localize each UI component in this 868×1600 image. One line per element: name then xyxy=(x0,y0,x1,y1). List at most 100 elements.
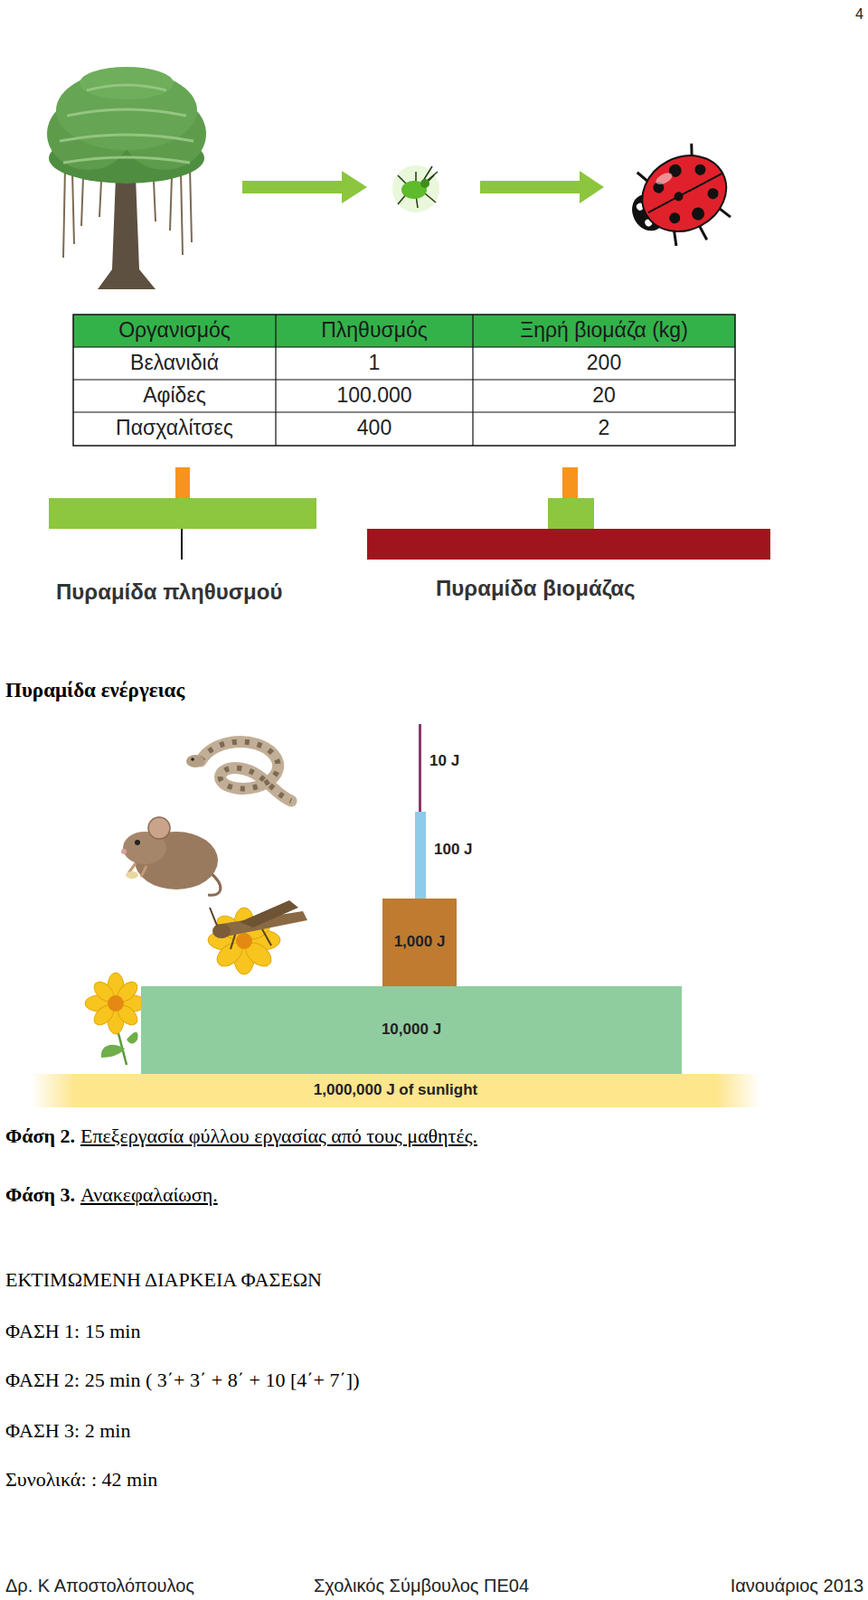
snake xyxy=(186,742,292,802)
table-cell: 100.000 xyxy=(336,383,412,409)
energy-level-bar: 100 J xyxy=(415,811,426,899)
sunlight-band: 1,000,000 J of sunlight xyxy=(30,1074,761,1108)
flower xyxy=(107,995,124,1012)
population-pyramid xyxy=(48,467,317,560)
energy-value: 1,000,000 J of sunlight xyxy=(313,1081,478,1100)
table-grid xyxy=(73,314,736,446)
table-cell: Πασχαλίτσες xyxy=(115,415,234,442)
page-number: 4 xyxy=(855,5,864,23)
table-header: Ξηρή βιομάζα (kg) xyxy=(519,318,689,344)
duration-heading: ΕΚΤΙΜΩΜΕΝΗ ΔΙΑΡΚΕΙΑ ΦΑΣΕΩΝ xyxy=(5,1268,322,1293)
duration-line: ΦΑΣΗ 2: 25 min ( 3΄+ 3΄ + 8΄ + 10 [4΄+ 7… xyxy=(5,1368,360,1393)
oak-tree xyxy=(47,66,207,290)
food-chain-arrow xyxy=(480,180,582,194)
table-grid xyxy=(73,314,736,348)
energy-level-box: 10,000 J xyxy=(141,986,682,1075)
oak-tree xyxy=(180,171,183,255)
grasshopper-on-flower xyxy=(262,929,272,946)
flower xyxy=(84,972,147,1035)
energy-value: 100 J xyxy=(434,840,473,859)
phase-heading: Φάση 2. xyxy=(5,1124,76,1149)
snake xyxy=(190,757,195,762)
grasshopper-on-flower xyxy=(209,907,217,926)
footer-author: Δρ. Κ Αποστολόπουλος xyxy=(5,1575,195,1597)
oak-tree xyxy=(169,176,172,231)
grasshopper-on-flower xyxy=(230,934,236,950)
oak-tree xyxy=(97,176,156,290)
food-chain-arrow xyxy=(341,170,368,204)
mouse xyxy=(121,817,221,896)
ladybug xyxy=(689,205,708,223)
oak-tree xyxy=(153,180,156,222)
phase-text: Επεξεργασία φύλλου εργασίας από τους μαθ… xyxy=(80,1124,478,1149)
biomass-pyramid xyxy=(562,467,578,499)
food-chain-arrow xyxy=(242,180,344,194)
flower xyxy=(101,1032,139,1058)
table-grid xyxy=(471,314,473,446)
table-cell: 20 xyxy=(592,383,616,409)
mouse xyxy=(148,817,170,840)
mouse xyxy=(121,849,127,855)
biomass-pyramid xyxy=(547,498,595,529)
population-pyramid xyxy=(48,498,317,529)
flower xyxy=(84,972,147,1066)
food-chain-arrow xyxy=(579,170,604,204)
ladybug xyxy=(647,151,727,233)
aphid xyxy=(392,165,440,213)
oak-tree xyxy=(63,167,66,258)
table-grid xyxy=(73,314,736,446)
table-cell: 1 xyxy=(368,350,381,377)
table-grid xyxy=(73,346,736,348)
aphid xyxy=(397,166,438,208)
phase-text: Ανακεφαλαίωση. xyxy=(80,1183,218,1208)
grasshopper-on-flower xyxy=(209,907,272,950)
pyramid-label: Πυραμίδα πληθυσμού xyxy=(56,579,283,606)
biomass-pyramid xyxy=(367,528,771,560)
duration-line: ΦΑΣΗ 1: 15 min xyxy=(5,1320,141,1344)
ladybug xyxy=(629,141,740,246)
ladybug xyxy=(667,210,682,226)
table-grid xyxy=(73,378,736,380)
energy-value: 1,000 J xyxy=(394,933,446,952)
grasshopper-on-flower xyxy=(207,900,308,975)
oak-tree xyxy=(59,134,194,142)
ladybug xyxy=(653,170,674,188)
energy-level-box: 1,000 J xyxy=(382,898,457,987)
aphid xyxy=(392,165,440,213)
aphid xyxy=(424,193,436,203)
mouse xyxy=(134,839,141,846)
oak-tree xyxy=(79,66,174,100)
oak-tree xyxy=(59,84,194,163)
grasshopper-on-flower xyxy=(235,933,253,950)
ladybug xyxy=(672,190,686,204)
footer-date: Ιανουάριος 2013 xyxy=(730,1575,864,1597)
mouse xyxy=(141,866,147,878)
ladybug xyxy=(705,186,720,201)
biomass-pyramid xyxy=(367,467,771,560)
population-pyramid xyxy=(175,467,190,499)
energy-value: 10 J xyxy=(429,752,460,771)
pyramid-label: Πυραμίδα βιομάζας xyxy=(435,575,636,603)
energy-value: 10,000 J xyxy=(381,1020,442,1039)
phase-heading: Φάση 3. xyxy=(5,1183,76,1208)
table-header: Πληθυσμός xyxy=(320,318,428,344)
oak-tree xyxy=(86,84,167,91)
oak-tree xyxy=(81,176,84,227)
table-grid xyxy=(274,314,276,446)
oak-tree xyxy=(72,171,75,245)
table-cell: 2 xyxy=(598,415,611,442)
snake xyxy=(200,742,292,802)
energy-level-bar: 10 J xyxy=(418,724,422,812)
table-cell: Βελανιδιά xyxy=(130,350,219,377)
table-cell: 200 xyxy=(586,350,622,377)
oak-tree xyxy=(66,109,187,116)
table-header: Οργανισμός xyxy=(118,318,231,344)
ladybug xyxy=(615,137,747,266)
ladybug xyxy=(692,162,708,178)
mouse xyxy=(125,871,139,879)
table-cell: 400 xyxy=(357,415,392,442)
